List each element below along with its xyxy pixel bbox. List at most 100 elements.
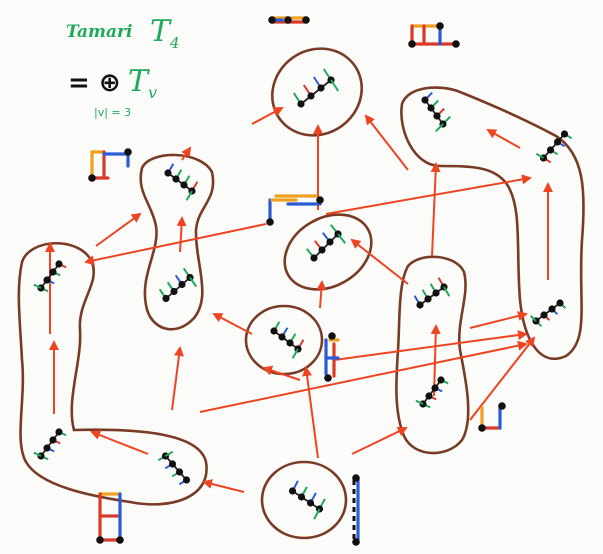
binary-tree-9 (529, 299, 567, 327)
lattice-path-2 (408, 22, 460, 48)
path-endpoint (452, 40, 460, 48)
tree-node (49, 268, 57, 276)
path-endpoint (352, 538, 360, 546)
tree-node (306, 499, 315, 507)
cover-arrow-8 (202, 479, 245, 493)
cover-arrow-1 (251, 107, 284, 125)
path-endpoint (124, 148, 132, 156)
path-endpoint (88, 174, 96, 182)
tree-leaf-edge (330, 79, 340, 92)
tree-node (433, 112, 441, 120)
lattice-path-7 (352, 474, 360, 546)
tree-node (297, 100, 305, 108)
lattice-path-6 (478, 402, 506, 432)
path-endpoint (316, 196, 324, 204)
tree-node (421, 96, 429, 104)
binary-tree-13 (415, 376, 449, 409)
tree-node (162, 294, 170, 303)
tree-node (168, 460, 177, 468)
formula-oplus: ⊕ (98, 68, 121, 98)
tree-node (180, 181, 188, 189)
binary-tree-11 (270, 321, 305, 359)
tree-node (416, 301, 424, 309)
cover-arrow-22 (84, 223, 267, 266)
tree-leaf-edge (435, 123, 444, 133)
cover-arrow-16 (351, 426, 408, 455)
cover-arrow-23 (199, 340, 528, 413)
cover-arrow-19 (430, 324, 441, 397)
cover-arrow-27 (469, 336, 536, 421)
cover-arrow-4 (95, 212, 142, 247)
tree-node (317, 84, 325, 92)
tree-node (425, 392, 433, 400)
formula-symbol: T (128, 64, 149, 99)
tree-leaf-edge (529, 315, 537, 322)
tree-node (164, 169, 172, 177)
tree-node (178, 280, 186, 289)
tree-node (556, 299, 564, 307)
path-endpoint (324, 374, 332, 382)
cover-arrow-21 (333, 330, 528, 361)
tree-node (553, 138, 562, 146)
binary-tree-12 (413, 277, 451, 309)
tamari-symbol-index: 4 (170, 34, 180, 52)
tree-leaf-edge (164, 450, 174, 457)
tamari-symbol: T4 (150, 14, 180, 52)
tree-node (318, 246, 326, 254)
tree-node (548, 305, 556, 313)
lattice-path-5 (324, 332, 340, 382)
path-endpoint (352, 474, 360, 482)
lattice-path-1 (268, 16, 310, 24)
interval-outline-1 (270, 47, 364, 137)
formula-term: Tv (128, 64, 157, 102)
cover-arrow-11 (316, 280, 327, 309)
binary-tree-5 (33, 428, 67, 461)
tree-leaf-edge (443, 286, 451, 297)
formula-condition: |v| = 3 (94, 106, 132, 119)
binary-tree-2 (164, 163, 199, 201)
tree-node (172, 175, 180, 183)
tree-node (560, 130, 569, 138)
path-endpoint (302, 16, 310, 24)
tree-node (432, 289, 440, 297)
path-endpoint (268, 16, 276, 24)
tree-node (431, 384, 439, 392)
tree-leaf-edge (291, 348, 299, 359)
tree-node (310, 254, 318, 262)
tree-leaf-edge (337, 233, 346, 244)
tree-node (540, 311, 548, 319)
tree-node (288, 487, 297, 495)
path-endpoint (408, 40, 416, 48)
tree-leaf-edge (33, 283, 42, 289)
tree-node (170, 287, 178, 296)
cover-arrow-15 (262, 365, 301, 381)
tree-node (307, 92, 315, 100)
formula-subscript: v (148, 83, 158, 102)
cover-arrow-7 (171, 346, 184, 411)
interval-outline-8 (260, 460, 348, 540)
binary-tree-14 (288, 480, 326, 520)
cover-arrow-18 (350, 238, 409, 285)
path-endpoint (96, 536, 104, 544)
tree-node (43, 276, 51, 284)
tree-node (43, 444, 51, 452)
path-endpoint (328, 332, 336, 340)
tree-node (278, 333, 286, 341)
lattice-path-4 (266, 194, 324, 226)
cover-arrow-13 (212, 313, 253, 335)
interval-outline-7 (395, 255, 470, 455)
cover-arrow-10 (302, 366, 319, 459)
tree-node (424, 295, 432, 303)
interval-outline-6 (244, 304, 324, 376)
cover-arrow-24 (325, 174, 532, 215)
binary-tree-8 (535, 130, 573, 164)
binary-tree-3 (158, 267, 198, 303)
cover-arrow-2 (181, 146, 192, 161)
tree-node (55, 260, 63, 268)
cover-arrow-9 (90, 430, 149, 455)
path-endpoint (284, 16, 292, 24)
path-endpoint (436, 22, 444, 30)
tree-node (286, 339, 294, 347)
binary-tree-1 (292, 68, 340, 108)
